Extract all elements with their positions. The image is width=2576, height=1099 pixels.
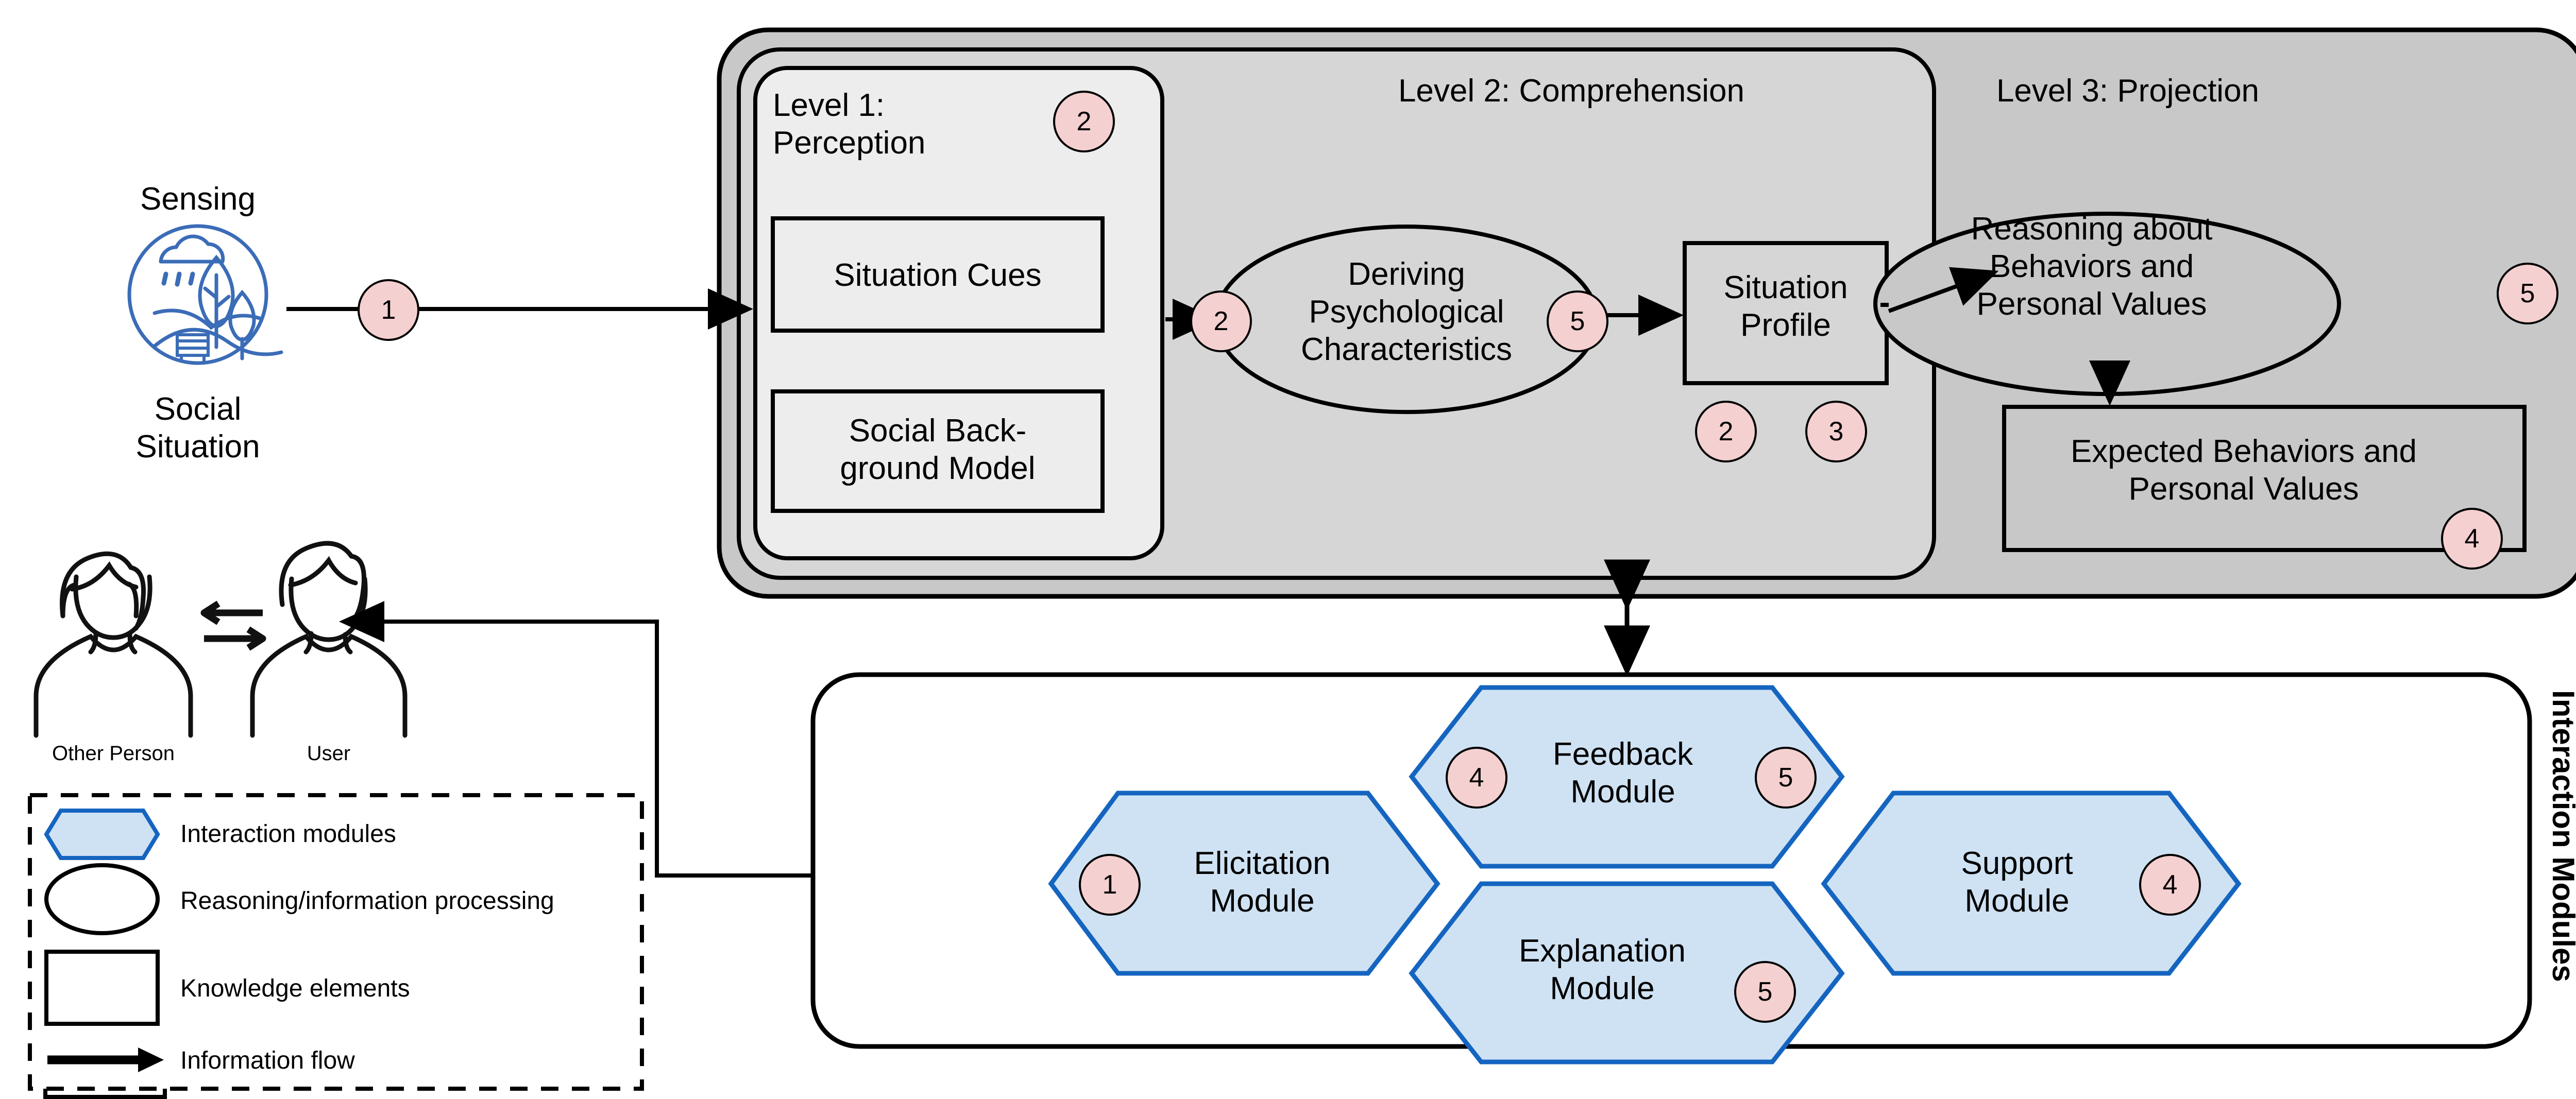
badge-situation-profile-1: 2 [1695, 401, 1757, 462]
user-label: User [307, 742, 351, 765]
badge-elicitation-module: 1 [1079, 854, 1141, 916]
reasoning-behaviors-values-label: Reasoning about Behaviors and Personal V… [1971, 211, 2213, 322]
user-icon [250, 541, 408, 738]
legend-dashed-border [28, 793, 644, 1091]
level3-title: Level 3: Projection [1996, 73, 2260, 109]
situation-cues-box [771, 216, 1105, 333]
explanation-module-hexagon[interactable] [1409, 881, 1845, 1064]
legend-label-interaction-modules: Interaction modules [180, 820, 396, 848]
expected-behaviors-values-label: Expected Behaviors and Personal Values [2070, 434, 2417, 507]
badge-explanation-module: 5 [1734, 961, 1796, 1023]
legend-information-flow-arrow-icon [47, 1048, 164, 1072]
sensing-bottom-label: Social Situation [135, 391, 260, 465]
badge-support-module: 4 [2139, 854, 2201, 916]
feedback-module-label: Feedback Module [1552, 736, 1693, 810]
elicitation-module-hexagon[interactable] [1048, 791, 1440, 976]
other-person-label: Other Person [52, 742, 175, 765]
badge-expected-behaviors: 4 [2441, 508, 2503, 570]
badge-reasoning: 5 [2497, 263, 2558, 324]
support-module-label: Support Module [1961, 846, 2073, 919]
legend-label-knowledge: Knowledge elements [180, 975, 410, 1002]
bidirectional-exchange-arrows-icon [200, 600, 266, 651]
level2-title: Level 2: Comprehension [1398, 73, 1745, 109]
situation-cues-label: Situation Cues [834, 257, 1042, 293]
feedback-module-hexagon[interactable] [1409, 685, 1845, 869]
legend-interaction-module-hexagon-icon [44, 809, 160, 860]
sensing-top-label: Sensing [140, 181, 256, 217]
badge-deriving-right: 5 [1547, 290, 1608, 352]
social-background-model-label: Social Back- ground Model [840, 413, 1036, 487]
expected-behaviors-values-box [2002, 405, 2527, 552]
sensing-icon [127, 224, 283, 365]
arrow-profile-to-reasoning-2 [1888, 267, 1999, 313]
situation-profile-box [1683, 241, 1889, 385]
deriving-psych-characteristics-label: Deriving Psychological Characteristics [1301, 256, 1512, 368]
arrow-interaction-to-user [339, 601, 813, 878]
explanation-module-label: Explanation Module [1518, 933, 1686, 1007]
elicitation-module-label: Elicitation Module [1194, 846, 1331, 919]
legend-label-information-flow: Information flow [180, 1047, 355, 1074]
legend-reasoning-ellipse-icon2 [44, 863, 160, 935]
badge-level1: 2 [1053, 91, 1115, 152]
interaction-modules-side-label: Interaction Modules [2546, 690, 2576, 982]
other-person-icon [33, 551, 193, 738]
badge-flow-sensing: 1 [358, 279, 419, 341]
legend-label-reasoning: Reasoning/information processing [180, 887, 554, 915]
social-background-model-box [771, 389, 1105, 513]
situation-profile-label: Situation Profile [1723, 270, 1848, 344]
badge-situation-profile-2: 3 [1805, 401, 1867, 462]
badge-deriving-left: 2 [1190, 290, 1252, 352]
level1-title: Level 1: Perception [773, 88, 926, 161]
badge-feedback-module-left: 4 [1446, 747, 1507, 809]
badge-feedback-module-right: 5 [1755, 747, 1817, 809]
legend-knowledge-rectangle-icon [44, 950, 160, 1026]
support-module-hexagon[interactable] [1821, 791, 2242, 976]
